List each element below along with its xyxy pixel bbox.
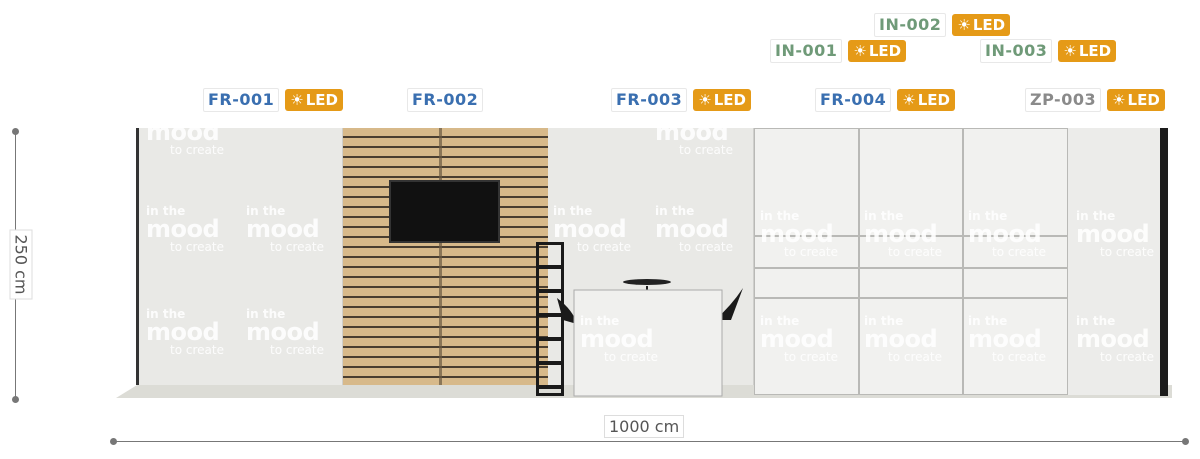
led-label: LED [972,16,1006,34]
sun-icon: ☀ [698,91,712,109]
counter [573,289,723,397]
tag-fr-002: FR-002 [407,88,484,112]
led-label: LED [1127,91,1160,109]
led-badge: ☀LED [285,89,344,111]
led-label: LED [868,42,902,60]
led-badge: ☀LED [1107,89,1165,111]
led-badge: ☀LED [897,89,956,111]
sun-icon: ☀ [853,42,867,60]
tag-in-003: IN-003 ☀LED [980,39,1117,63]
stool-right [715,288,743,320]
tag-in-002: IN-002 ☀LED [874,13,1011,37]
tag-code: IN-001 [770,39,843,63]
tag-code: ZP-003 [1025,88,1102,112]
led-label: LED [305,91,339,109]
tag-code: FR-002 [407,88,484,112]
sun-icon: ☀ [1112,91,1126,109]
sun-icon: ☀ [902,91,916,109]
tag-code: IN-002 [874,13,947,37]
led-badge: ☀LED [848,40,907,62]
tag-code: FR-004 [815,88,892,112]
slatted-wall [343,128,548,385]
width-dimension-line [113,441,1185,442]
led-badge: ☀LED [1058,40,1117,62]
cabinet-row-bottom [754,298,1068,395]
dimension-dot [110,438,117,445]
sun-icon: ☀ [957,16,971,34]
counter-group [557,279,743,397]
dimension-dot [12,128,19,135]
tag-fr-003: FR-003 ☀LED [611,88,752,112]
tv-screen [389,180,500,243]
tag-fr-001: FR-001 ☀LED [203,88,344,112]
cabinet-row-top [754,128,1068,236]
tag-code: IN-003 [980,39,1053,63]
tag-in-001: IN-001 ☀LED [770,39,907,63]
width-label: 1000 cm [604,415,685,438]
led-badge: ☀LED [693,89,752,111]
counter-table-top [623,279,671,285]
height-label: 250 cm [9,229,33,300]
led-label: LED [713,91,747,109]
stool-left [557,298,577,324]
led-label: LED [1078,42,1112,60]
led-badge: ☀LED [952,14,1011,36]
tag-fr-004: FR-004 ☀LED [815,88,956,112]
led-label: LED [917,91,951,109]
wall-panel-fr-001 [136,128,343,385]
sun-icon: ☀ [1063,42,1077,60]
cabinet-row-mid [754,236,1068,298]
brochure-stand [536,242,564,396]
dimension-dot [12,396,19,403]
side-frame [1160,128,1168,396]
tag-code: FR-003 [611,88,688,112]
sun-icon: ☀ [290,91,304,109]
dimension-dot [1182,438,1189,445]
tag-code: FR-001 [203,88,280,112]
tag-zp-003: ZP-003 ☀LED [1025,88,1165,112]
